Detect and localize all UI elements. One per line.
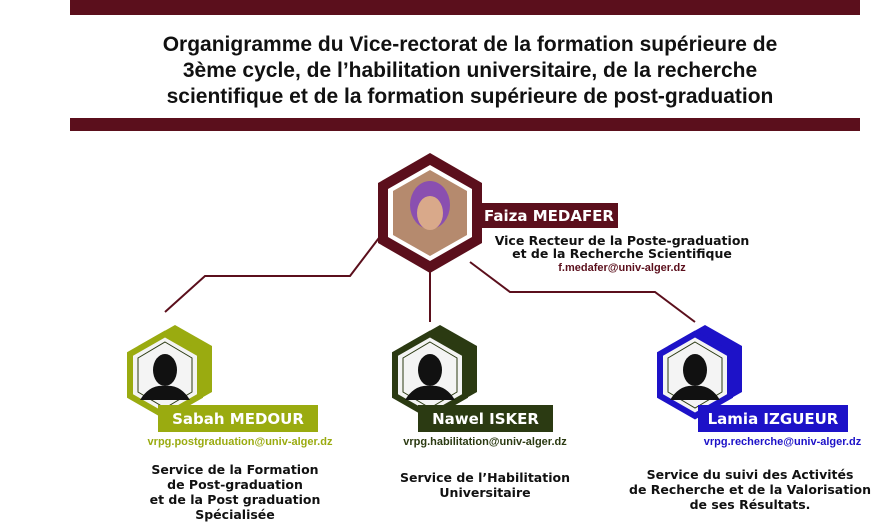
head-hexagon	[378, 153, 482, 273]
service-line: Service du suivi des Activités	[646, 467, 854, 482]
member-service: Service de l’Habilitation Universitaire	[370, 470, 600, 500]
service-line: de Post-graduation	[167, 477, 303, 492]
member-service: Service du suivi des Activités de Recher…	[615, 467, 885, 512]
head-name: Faiza MEDAFER	[484, 206, 614, 225]
member-email[interactable]: vrpg.recherche@univ-alger.dz	[703, 436, 862, 448]
service-line: de Recherche et de la Valorisation	[629, 482, 871, 497]
head-role-line: et de la Recherche Scientifique	[512, 246, 732, 261]
page-title: Organigramme du Vice-rectorat de la form…	[70, 32, 870, 110]
member-service: Service de la Formation de Post-graduati…	[120, 462, 350, 522]
member-email[interactable]: vrpg.habilitation@univ-alger.dz	[403, 436, 567, 448]
service-line: Service de l’Habilitation	[400, 470, 570, 485]
member-name-box: Lamia IZGUEUR	[698, 405, 848, 432]
head-role: Vice Recteur de la Poste-graduation et d…	[482, 234, 762, 260]
service-line: Service de la Formation	[151, 462, 319, 477]
member-hexagon-1	[127, 325, 212, 420]
title-line: scientifique et de la formation supérieu…	[166, 85, 774, 108]
top-bar	[70, 0, 860, 15]
service-line: de ses Résultats.	[689, 497, 811, 512]
avatar-silhouette-icon	[418, 354, 442, 386]
member-name-box: Nawel ISKER	[418, 405, 553, 432]
member-name-box: Sabah MEDOUR	[158, 405, 318, 432]
head-email[interactable]: f.medafer@univ-alger.dz	[558, 262, 686, 274]
avatar-silhouette-icon	[153, 354, 177, 386]
title-line: Organigramme du Vice-rectorat de la form…	[162, 33, 778, 56]
member-hexagon-2	[392, 325, 477, 420]
avatar-silhouette-icon	[683, 354, 707, 386]
title-underline-bar	[70, 118, 860, 131]
member-name: Nawel ISKER	[432, 409, 539, 428]
service-line: et de la Post graduation	[149, 492, 321, 507]
title-line: 3ème cycle, de l’habilitation universita…	[182, 59, 758, 82]
member-name: Sabah MEDOUR	[172, 409, 304, 428]
head-role-line: Vice Recteur de la Poste-graduation	[494, 233, 750, 248]
head-name-box: Faiza MEDAFER	[480, 203, 618, 228]
service-line: Universitaire	[439, 485, 531, 500]
member-email[interactable]: vrpg.postgraduation@univ-alger.dz	[147, 436, 333, 448]
member-name: Lamia IZGUEUR	[707, 409, 839, 428]
service-line: Spécialisée	[195, 507, 275, 522]
member-hexagon-3	[657, 325, 742, 420]
